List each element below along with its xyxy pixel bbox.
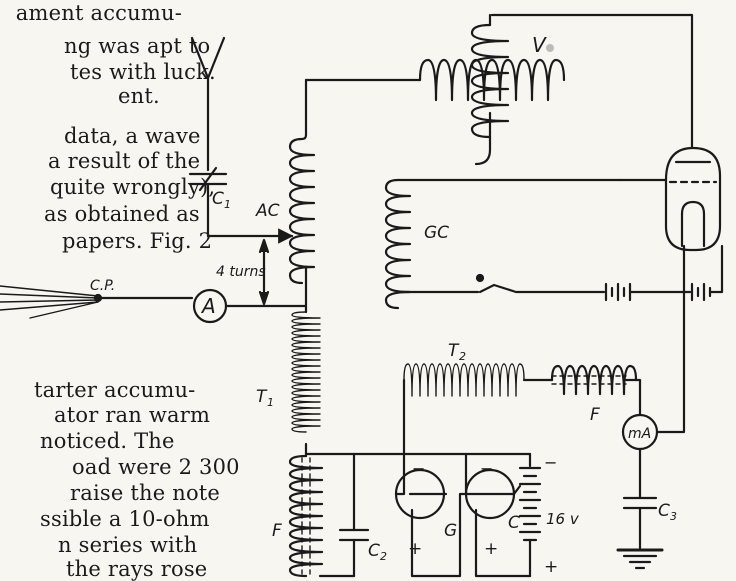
label-minus: − <box>412 459 425 478</box>
rectifier-g-right-icon <box>464 452 532 578</box>
marker-dot <box>546 44 554 52</box>
label-ac: AC <box>255 201 280 221</box>
label-cp: C.P. <box>90 278 115 294</box>
label-ammeter: A <box>200 294 216 318</box>
coil-v-icon <box>418 13 694 166</box>
choke-t2-icon <box>402 363 554 456</box>
label-f-right: F <box>590 405 600 425</box>
label-plus: + <box>484 539 498 559</box>
text-line: quite wrongly), <box>50 175 216 199</box>
label-t1: T <box>256 387 268 407</box>
label-16v: 16 v <box>546 510 580 528</box>
coil-ac-icon <box>288 133 316 307</box>
input-wires <box>0 285 99 319</box>
terminal <box>93 293 103 303</box>
label-minus: − <box>544 453 557 472</box>
earth-icon <box>616 548 664 570</box>
text-line: raise the note <box>70 481 221 505</box>
label-4-turns: 4 turns <box>216 264 266 280</box>
label-plus: + <box>544 557 558 577</box>
text-line: tarter accumu- <box>34 378 196 402</box>
label-c2: C <box>368 541 380 561</box>
text-line: a result of the <box>48 149 201 173</box>
label-t2-sub: 2 <box>459 350 466 363</box>
battery-16v-icon <box>518 452 542 578</box>
switch-icon <box>475 273 606 294</box>
label-c1: C <box>212 189 224 209</box>
label-c1-sub: 1 <box>224 198 231 211</box>
text-line: ng was apt to <box>64 34 211 58</box>
label-t2: T <box>448 341 460 361</box>
label-c3-sub: 3 <box>670 510 677 523</box>
text-line: ssible a 10-ohm <box>40 507 210 531</box>
label-plus: + <box>408 539 422 559</box>
choke-f-right-icon <box>550 364 642 416</box>
label-c-right: C <box>508 513 520 533</box>
text-line: ent. <box>118 84 160 108</box>
aerial-icon <box>190 36 226 172</box>
text-line: noticed. The <box>40 429 175 453</box>
capacitor-c1-icon <box>188 166 294 244</box>
label-v: V <box>532 33 547 57</box>
valve-icon <box>618 146 722 294</box>
text-line: ament accumu- <box>15 1 182 25</box>
battery-ht-icon <box>604 244 724 302</box>
label-c2-sub: 2 <box>380 550 387 563</box>
choke-f-left-icon <box>288 454 324 578</box>
label-f-left: F <box>272 521 282 541</box>
rectifier-g-left-icon <box>394 452 468 578</box>
text-line: data, a wave <box>64 124 201 148</box>
text-line: ator ran warm <box>54 403 211 427</box>
text-line: the rays rose <box>66 557 208 581</box>
text-line: papers. Fig. 2 <box>62 229 213 253</box>
capacitor-c2-icon <box>338 528 370 578</box>
text-line: n series with <box>58 533 198 557</box>
label-minus: − <box>480 459 493 478</box>
choke-t1-icon <box>291 304 321 458</box>
text-line: tes with luck. <box>70 60 216 84</box>
label-c3: C <box>658 501 670 521</box>
capacitor-c3-icon <box>622 496 658 550</box>
text-line: as obtained as <box>44 202 200 226</box>
label-gc: GC <box>424 223 449 243</box>
coil-gc-icon <box>384 178 622 310</box>
wire <box>655 290 686 434</box>
label-g: G <box>444 521 457 541</box>
turns-dimension <box>258 238 270 306</box>
label-ma: mA <box>628 426 651 442</box>
label-t1-sub: 1 <box>267 396 274 409</box>
text-line: oad were 2 300 <box>72 455 240 479</box>
